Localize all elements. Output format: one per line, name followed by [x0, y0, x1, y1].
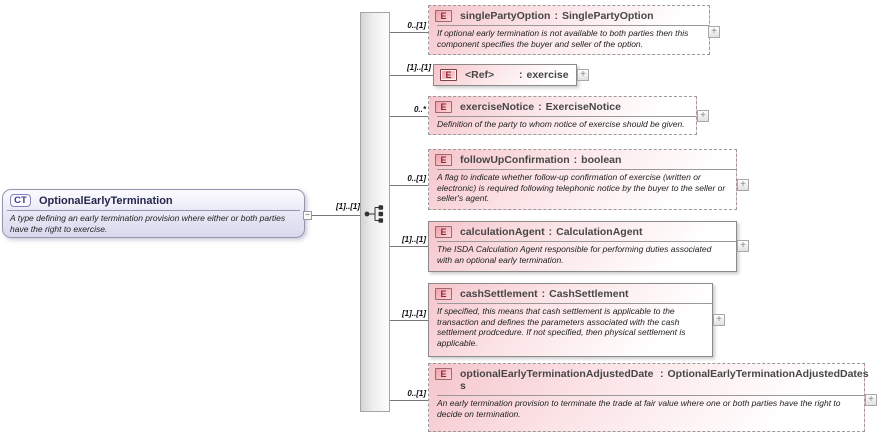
plus-icon: + — [868, 394, 874, 405]
plus-icon: + — [711, 26, 717, 37]
cardinality-label: [1]..[1] — [407, 63, 431, 72]
plus-icon: + — [580, 69, 586, 80]
cardinality-label: [1]..[1] — [336, 202, 360, 211]
collapse-button[interactable]: − — [303, 211, 312, 220]
element-box-single-party-option[interactable]: E singlePartyOption:SinglePartyOption If… — [428, 5, 710, 55]
plus-icon: + — [740, 240, 746, 251]
element-title: calculationAgent:CalculationAgent — [460, 226, 643, 238]
element-icon: E — [435, 101, 452, 113]
connector-line — [390, 320, 428, 321]
complex-type-box-optional-early-termination[interactable]: CT OptionalEarlyTermination A type defin… — [2, 189, 305, 238]
element-annotation: An early termination provision to termin… — [437, 398, 841, 419]
cardinality-label: 0..[1] — [407, 174, 426, 183]
expand-button[interactable]: + — [737, 179, 749, 191]
expand-button[interactable]: + — [713, 314, 725, 326]
divider — [437, 169, 736, 170]
connector-line — [390, 32, 428, 33]
cardinality-label: 0..[1] — [407, 21, 426, 30]
element-title: <Ref>:exercise — [465, 69, 569, 81]
expand-button[interactable]: + — [697, 110, 709, 122]
element-box-cash-settlement[interactable]: E cashSettlement:CashSettlement If speci… — [428, 283, 713, 357]
element-icon: E — [435, 368, 452, 380]
connector-line — [390, 75, 433, 76]
element-title: cashSettlement:CashSettlement — [460, 288, 629, 300]
divider — [437, 116, 696, 117]
element-icon: E — [435, 154, 452, 166]
expand-button[interactable]: + — [737, 240, 749, 252]
element-box-optional-early-termination-adjusted-dates[interactable]: E optionalEarlyTerminationAdjustedDates:… — [428, 363, 869, 432]
divider — [437, 303, 712, 304]
element-annotation: The ISDA Calculation Agent responsible f… — [437, 244, 712, 265]
divider — [7, 210, 300, 211]
element-ref-icon: E — [440, 69, 457, 81]
element-icon: E — [435, 288, 452, 300]
expand-button[interactable]: + — [708, 26, 720, 38]
element-icon: E — [435, 10, 452, 22]
collapse-icon: − — [305, 210, 310, 219]
plus-icon: + — [740, 179, 746, 190]
complex-type-annotation: A type defining an early termination pro… — [10, 213, 286, 234]
complex-type-icon: CT — [10, 194, 31, 207]
element-title: optionalEarlyTerminationAdjustedDates:Op… — [460, 368, 869, 392]
complex-type-header: CT OptionalEarlyTermination — [3, 190, 304, 209]
element-box-follow-up-confirmation[interactable]: E followUpConfirmation:boolean A flag to… — [428, 149, 737, 210]
element-box-exercise-notice[interactable]: E exerciseNotice:ExerciseNotice Definiti… — [428, 96, 697, 135]
plus-icon: + — [716, 314, 722, 325]
expand-button[interactable]: + — [577, 69, 589, 81]
element-annotation: Definition of the party to whom notice o… — [437, 119, 685, 129]
divider — [437, 395, 864, 396]
connector-line — [390, 116, 428, 117]
cardinality-label: 0..* — [413, 105, 426, 114]
element-annotation: If optional early termination is not ava… — [437, 28, 689, 49]
element-annotation: A flag to indicate whether follow-up con… — [437, 172, 726, 204]
cardinality-label: 0..[1] — [407, 389, 426, 398]
plus-icon: + — [700, 110, 706, 121]
divider — [437, 25, 709, 26]
element-box-calculation-agent[interactable]: E calculationAgent:CalculationAgent The … — [428, 221, 737, 272]
cardinality-label: [1]..[1] — [402, 235, 426, 244]
connector-line — [390, 400, 428, 401]
element-icon: E — [435, 226, 452, 238]
divider — [437, 241, 736, 242]
element-title: singlePartyOption:SinglePartyOption — [460, 10, 654, 22]
element-title: followUpConfirmation:boolean — [460, 154, 622, 166]
sequence-icon — [364, 205, 384, 223]
cardinality-label: [1]..[1] — [402, 309, 426, 318]
element-annotation: If specified, this means that cash settl… — [437, 306, 686, 348]
connector-line — [312, 215, 364, 216]
connector-line — [390, 185, 428, 186]
expand-button[interactable]: + — [865, 394, 877, 406]
complex-type-title: OptionalEarlyTermination — [39, 194, 173, 207]
element-title: exerciseNotice:ExerciseNotice — [460, 101, 621, 113]
element-box-exercise-ref[interactable]: E <Ref>:exercise — [433, 64, 577, 86]
connector-line — [390, 246, 428, 247]
